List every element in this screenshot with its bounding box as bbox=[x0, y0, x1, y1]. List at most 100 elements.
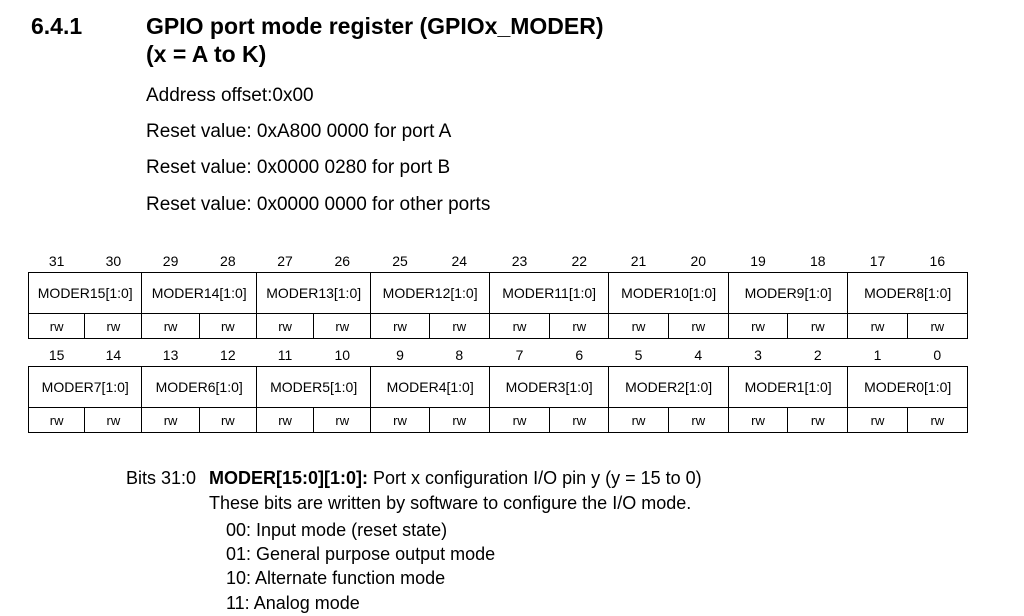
bit-number: 13 bbox=[162, 346, 179, 363]
mode-item: 10: Alternate function mode bbox=[226, 568, 446, 588]
field-name: MODER[15:0][1:0]: bbox=[209, 468, 369, 488]
bit-number: 16 bbox=[929, 252, 946, 269]
bit-number: 18 bbox=[809, 252, 826, 269]
access-type: rw bbox=[847, 313, 908, 339]
access-type: rw bbox=[727, 313, 789, 339]
register-field: MODER5[1:0] bbox=[255, 366, 372, 408]
field-description-text: These bits are written by software to co… bbox=[209, 493, 692, 513]
access-type: rw bbox=[906, 407, 969, 433]
register-field: MODER12[1:0] bbox=[370, 272, 490, 314]
register-field: MODER3[1:0] bbox=[488, 366, 610, 408]
access-type: rw bbox=[608, 313, 669, 339]
bit-number: 17 bbox=[869, 252, 886, 269]
bit-number: 22 bbox=[571, 252, 588, 269]
bit-number: 3 bbox=[754, 346, 762, 363]
access-type: rw bbox=[667, 407, 729, 433]
field-row: MODER15[1:0] MODER14[1:0] MODER13[1:0] M… bbox=[27, 272, 968, 314]
bit-number: 0 bbox=[933, 346, 942, 363]
register-field: MODER9[1:0] bbox=[727, 272, 849, 314]
access-type: rw bbox=[84, 407, 143, 433]
mode-item: 11: Analog mode bbox=[226, 593, 360, 613]
access-type: rw bbox=[198, 407, 257, 433]
access-type: rw bbox=[428, 407, 490, 433]
bit-number: 27 bbox=[277, 252, 293, 269]
register-field: MODER8[1:0] bbox=[847, 272, 968, 314]
access-type: rw bbox=[488, 313, 551, 339]
register-field: MODER4[1:0] bbox=[370, 366, 490, 408]
bit-number: 31 bbox=[48, 252, 65, 269]
register-field: MODER0[1:0] bbox=[847, 366, 968, 408]
access-type: rw bbox=[141, 313, 200, 339]
access-row: rw rw rw rw rw rw rw rw rw rw rw rw rw r… bbox=[27, 407, 969, 433]
bits-label: Bits 31:0 bbox=[126, 468, 197, 488]
access-type: rw bbox=[847, 407, 908, 433]
access-type: rw bbox=[549, 313, 610, 339]
bit-number: 11 bbox=[277, 346, 293, 363]
bit-number: 10 bbox=[334, 346, 351, 363]
access-type: rw bbox=[727, 407, 789, 433]
access-type: rw bbox=[313, 407, 372, 433]
bit-number: 23 bbox=[511, 252, 528, 269]
access-type: rw bbox=[787, 407, 849, 433]
access-type: rw bbox=[27, 313, 86, 339]
access-type: rw bbox=[84, 313, 143, 339]
access-type: rw bbox=[255, 407, 315, 433]
access-type: rw bbox=[255, 313, 315, 339]
register-table-upper: 31 30 29 28 27 26 25 24 23 22 21 20 19 1… bbox=[27, 249, 969, 339]
access-row: rw rw rw rw rw rw rw rw rw rw rw rw rw r… bbox=[27, 313, 969, 339]
register-field: MODER14[1:0] bbox=[141, 272, 257, 314]
mode-item: 00: Input mode (reset state) bbox=[226, 520, 448, 540]
bit-number: 6 bbox=[575, 346, 584, 363]
bit-number-row: 31 30 29 28 27 26 25 24 23 22 21 20 19 1… bbox=[29, 249, 968, 273]
reset-value-other-ports: Reset value: 0x0000 0000 for other ports bbox=[146, 194, 491, 215]
field-summary: Port x configuration I/O pin y (y = 15 t… bbox=[368, 468, 702, 488]
access-type: rw bbox=[608, 407, 669, 433]
bit-number: 28 bbox=[220, 252, 236, 269]
access-type: rw bbox=[906, 313, 969, 339]
section-title: GPIO port mode register (GPIOx_MODER) (x… bbox=[146, 12, 604, 68]
bit-number: 25 bbox=[392, 252, 408, 269]
bit-number: 30 bbox=[105, 252, 122, 269]
bit-number: 15 bbox=[48, 346, 65, 363]
bit-number: 21 bbox=[630, 252, 647, 269]
bit-number: 4 bbox=[694, 346, 703, 363]
bit-number: 24 bbox=[451, 252, 468, 269]
register-field: MODER2[1:0] bbox=[608, 366, 729, 408]
bit-number: 1 bbox=[873, 346, 882, 363]
field-row: MODER7[1:0] MODER6[1:0] MODER5[1:0] MODE… bbox=[27, 366, 968, 408]
register-table-lower: 15 14 13 12 11 10 9 8 7 6 5 4 3 2 1 0 MO… bbox=[27, 343, 969, 433]
register-field: MODER13[1:0] bbox=[255, 272, 372, 314]
bit-number: 14 bbox=[105, 346, 122, 363]
bit-number: 20 bbox=[690, 252, 707, 269]
register-field: MODER10[1:0] bbox=[608, 272, 729, 314]
access-type: rw bbox=[141, 407, 200, 433]
bit-number: 12 bbox=[220, 346, 236, 363]
bit-number: 5 bbox=[634, 346, 643, 363]
bit-number-row: 15 14 13 12 11 10 9 8 7 6 5 4 3 2 1 0 bbox=[29, 343, 968, 367]
register-field: MODER6[1:0] bbox=[141, 366, 257, 408]
access-type: rw bbox=[549, 407, 610, 433]
access-type: rw bbox=[198, 313, 257, 339]
section-number: 6.4.1 bbox=[31, 13, 83, 39]
register-field: MODER1[1:0] bbox=[727, 366, 849, 408]
reset-value-port-b: Reset value: 0x0000 0280 for port B bbox=[146, 157, 451, 178]
access-type: rw bbox=[488, 407, 551, 433]
access-type: rw bbox=[313, 313, 372, 339]
bit-number: 26 bbox=[334, 252, 351, 269]
access-type: rw bbox=[370, 407, 430, 433]
bit-number: 2 bbox=[813, 346, 822, 363]
bit-number: 8 bbox=[455, 346, 464, 363]
bit-number: 7 bbox=[515, 346, 524, 363]
bit-number: 19 bbox=[750, 252, 766, 269]
access-type: rw bbox=[27, 407, 86, 433]
bit-number: 29 bbox=[162, 252, 179, 269]
register-field: MODER11[1:0] bbox=[488, 272, 610, 314]
section-title-line2: (x = A to K) bbox=[146, 41, 267, 67]
access-type: rw bbox=[667, 313, 729, 339]
section-title-line1: GPIO port mode register (GPIOx_MODER) bbox=[146, 13, 604, 39]
register-field: MODER15[1:0] bbox=[27, 272, 143, 314]
access-type: rw bbox=[787, 313, 849, 339]
bit-number: 9 bbox=[396, 346, 404, 363]
register-field: MODER7[1:0] bbox=[27, 366, 143, 408]
access-type: rw bbox=[370, 313, 430, 339]
